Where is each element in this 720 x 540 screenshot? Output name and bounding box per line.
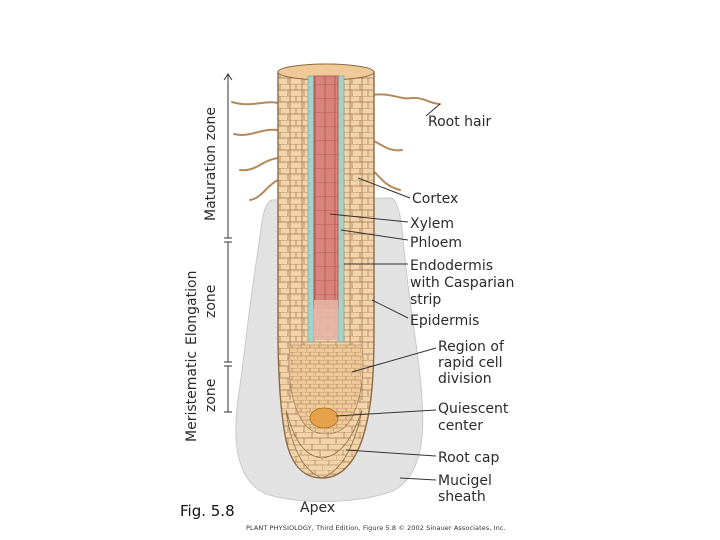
zone-brackets bbox=[223, 73, 233, 413]
label-epidermis: Epidermis bbox=[410, 313, 479, 329]
elongation-label-line2: zone bbox=[203, 285, 219, 318]
label-quiescent-line2: center bbox=[438, 418, 483, 434]
meristematic-label-line1: Meristematic bbox=[184, 351, 200, 442]
elongation-label-line1: Elongation bbox=[184, 271, 200, 345]
meristem-region bbox=[288, 344, 364, 435]
phloem-left bbox=[307, 75, 315, 343]
leader-mucigel bbox=[399, 477, 437, 481]
leader-epidermis bbox=[371, 299, 409, 319]
label-phloem: Phloem bbox=[410, 235, 462, 251]
root-hair-right-2 bbox=[371, 139, 403, 152]
figure-caption: Fig. 5.8 bbox=[180, 502, 235, 520]
maturation-zone-label: Maturation zone bbox=[203, 107, 219, 221]
label-xylem: Xylem bbox=[410, 216, 454, 232]
leader-quiescent bbox=[335, 409, 437, 417]
label-region-line1: Region of bbox=[438, 339, 505, 355]
leader-lines bbox=[329, 103, 441, 481]
label-region-line3: division bbox=[438, 371, 492, 387]
label-endodermis-line1: Endodermis bbox=[410, 258, 493, 274]
root-hair-right-1 bbox=[371, 93, 441, 105]
label-root-cap: Root cap bbox=[438, 450, 499, 466]
leader-phloem bbox=[340, 229, 409, 241]
label-endodermis-line2: with Casparian bbox=[410, 275, 514, 291]
leader-region bbox=[351, 347, 437, 373]
label-mucigel-line2: sheath bbox=[438, 489, 486, 505]
label-quiescent-line1: Quiescent bbox=[438, 401, 509, 417]
root-cap bbox=[285, 409, 363, 479]
xylem-fade bbox=[314, 300, 338, 340]
label-root-hair: Root hair bbox=[428, 114, 492, 130]
leader-xylem bbox=[329, 213, 409, 223]
phloem-right bbox=[337, 75, 345, 343]
root-hair-left-1 bbox=[231, 101, 279, 106]
leader-cortex bbox=[357, 177, 411, 199]
root-hair-left-3 bbox=[239, 157, 279, 172]
xylem bbox=[313, 75, 339, 309]
root-hair-left-2 bbox=[233, 128, 279, 136]
label-endodermis-line3: strip bbox=[410, 292, 441, 308]
quiescent-center bbox=[309, 407, 339, 429]
figure-credit: PLANT PHYSIOLOGY, Third Edition, Figure … bbox=[246, 524, 506, 532]
root-hair-right-3 bbox=[371, 169, 401, 191]
root-hair-left-4 bbox=[249, 179, 279, 201]
label-mucigel-line1: Mucigel bbox=[438, 473, 492, 489]
meristematic-label-line2: zone bbox=[203, 379, 219, 412]
label-apex: Apex bbox=[300, 500, 335, 516]
leader-root-hair bbox=[425, 103, 441, 117]
leader-root-cap bbox=[345, 449, 437, 457]
label-region-line2: rapid cell bbox=[438, 355, 503, 371]
label-cortex: Cortex bbox=[412, 191, 458, 207]
